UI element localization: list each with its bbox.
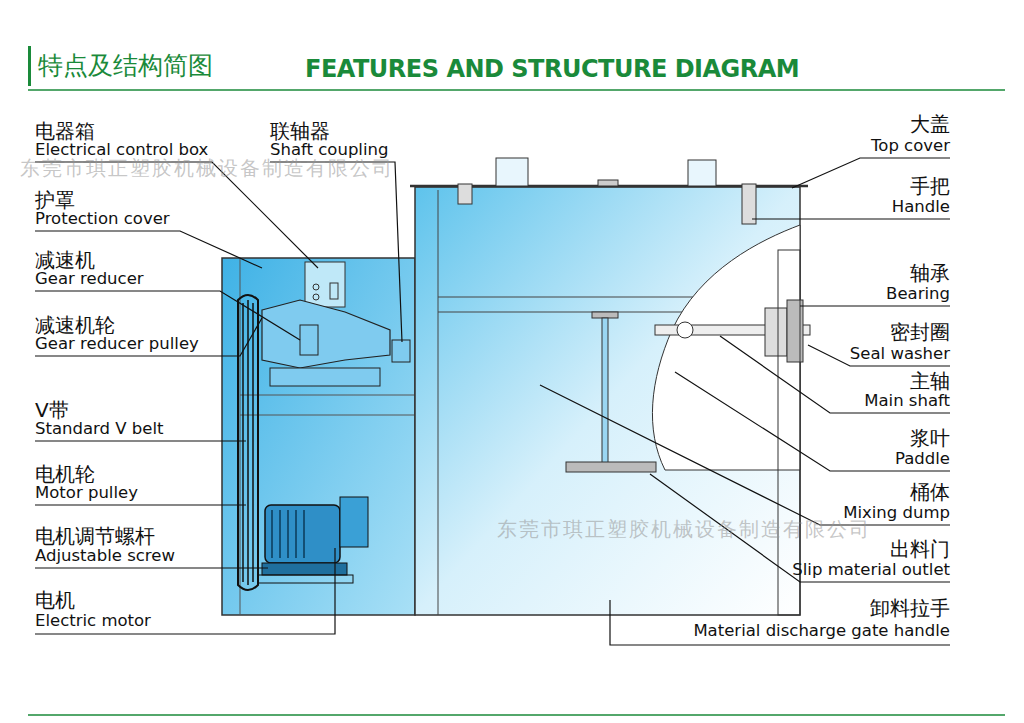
part-name-cn: 护罩 — [35, 189, 75, 211]
part-name-cn: 主轴 — [910, 370, 950, 392]
part-name-en: Seal washer — [850, 345, 950, 363]
part-name-cn: 轴承 — [910, 262, 950, 284]
part-name-en: Adjustable screw — [35, 547, 175, 565]
leader-lines — [35, 158, 950, 645]
part-name-cn: V带 — [35, 399, 69, 421]
part-name-cn: 卸料拉手 — [870, 597, 950, 619]
heading-bar — [28, 46, 31, 86]
part-name-en: Standard V belt — [35, 420, 164, 438]
footer-rule — [28, 714, 1005, 716]
drive-housing — [222, 258, 415, 615]
part-name-cn: 电机调节螺杆 — [35, 525, 155, 547]
part-name-en: Bearing — [886, 285, 950, 303]
part-name-cn: 浆叶 — [910, 427, 950, 449]
watermark: 东莞市琪正塑胶机械设备制造有限公司 — [497, 518, 871, 540]
part-name-cn: 联轴器 — [270, 120, 330, 142]
part-name-cn: 减速机轮 — [35, 314, 115, 336]
part-name-en: Slip material outlet — [792, 561, 950, 579]
title-text: 特点及结构简图 — [38, 52, 213, 80]
part-name-en: Top cover — [871, 137, 950, 155]
part-name-en: Electric motor — [35, 612, 151, 630]
part-name-cn: 电机轮 — [35, 463, 95, 485]
part-name-cn: 出料门 — [890, 538, 950, 560]
title-english: FEATURES AND STRUCTURE DIAGRAM — [305, 56, 799, 82]
part-name-en: Motor pulley — [35, 484, 138, 502]
part-name-en: Gear reducer pulley — [35, 335, 199, 353]
part-name-cn: 电器箱 — [35, 120, 95, 142]
part-name-en: Material discharge gate handle — [693, 622, 950, 640]
part-name-en: Handle — [892, 198, 950, 216]
part-name-cn: 桶体 — [910, 481, 950, 503]
watermark: 东莞市琪正塑胶机械设备制造有限公司 — [20, 157, 394, 179]
part-name-cn: 电机 — [35, 589, 75, 611]
part-name-en: Paddle — [895, 450, 950, 468]
part-name-en: Protection cover — [35, 210, 170, 228]
heading-rule — [28, 89, 1005, 91]
part-name-cn: 大盖 — [910, 113, 950, 135]
part-name-en: Main shaft — [864, 392, 950, 410]
part-name-cn: 手把 — [910, 175, 950, 197]
part-name-cn: 减速机 — [35, 249, 95, 271]
part-name-en: Gear reducer — [35, 270, 144, 288]
part-name-cn: 密封圈 — [890, 321, 950, 343]
